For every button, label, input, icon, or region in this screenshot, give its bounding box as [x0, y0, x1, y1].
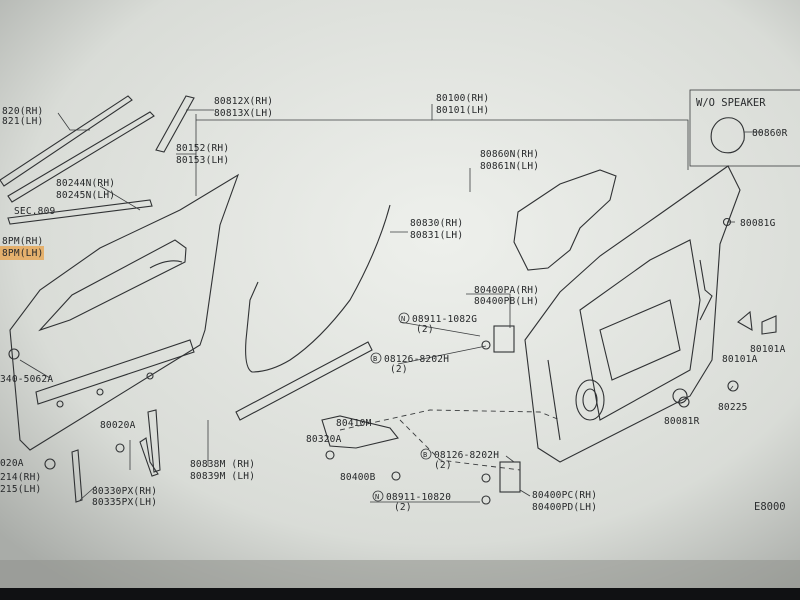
label-qty-top: (2)	[416, 324, 434, 335]
label-08126-bot: 08126-8202H	[434, 450, 499, 461]
figure-code: E8000	[754, 501, 786, 513]
right-fasteners	[678, 217, 777, 408]
lower-hinge	[481, 461, 521, 505]
sash-trim	[155, 95, 195, 153]
label-80400b: 80400B	[340, 472, 376, 483]
label-80020a: 80020A	[100, 420, 136, 431]
label-80839m: 80839M (LH)	[190, 471, 255, 482]
svg-text:N: N	[401, 315, 405, 323]
label-qty-bot2: (2)	[394, 502, 412, 513]
label-020a: 020A	[0, 458, 24, 469]
wo-speaker-inset	[689, 89, 800, 167]
label-80335px: 80335PX(LH)	[92, 497, 157, 508]
upper-hinge	[481, 325, 515, 353]
svg-text:820(RH): 820(RH)	[2, 106, 43, 117]
label-wo-speaker: W/O SPEAKER	[696, 97, 766, 109]
highlight-mark	[0, 246, 44, 260]
label-80400pb: 80400PB(LH)	[474, 296, 539, 307]
label-80400pd: 80400PD(LH)	[532, 502, 597, 513]
leader-lines	[19, 104, 762, 503]
label-08911-top: 08911-1082G	[412, 314, 477, 325]
label-8pm-rh: 8PM(RH)	[2, 236, 43, 247]
label-80410m: 80410M	[336, 418, 372, 429]
svg-text:N: N	[375, 493, 379, 501]
hinge-dash	[399, 419, 521, 471]
label-80330px: 80330PX(RH)	[92, 486, 157, 497]
outer-door-panel	[9, 173, 240, 451]
door-weatherstrip	[235, 204, 391, 421]
svg-text:80245N(LH): 80245N(LH)	[56, 190, 115, 201]
label-80830: 80830(RH)	[410, 218, 463, 229]
door-inner-shell	[524, 165, 741, 463]
label-80400pa: 80400PA(RH)	[474, 285, 539, 296]
belt-moulding-strips	[0, 95, 155, 225]
label-80400pc: 80400PC(RH)	[532, 490, 597, 501]
label-08911-bot: 08911-10820	[386, 492, 451, 503]
part-labels: 820(RH) 821(LH) 80244N(RH) 80245N(LH) SE…	[0, 93, 788, 513]
label-qty-mid: (2)	[390, 364, 408, 375]
label-80831: 80831(LH)	[410, 230, 463, 241]
label-80100: 80100(RH)	[436, 93, 489, 104]
check-link-dash	[339, 409, 561, 431]
label-80081g: 80081G	[740, 218, 776, 229]
label-80081r: 80081R	[664, 416, 700, 427]
label-80153: 80153(LH)	[176, 155, 229, 166]
label-80245n: 80245N(LH)	[56, 190, 115, 201]
taskbar	[0, 588, 800, 600]
label-80838m: 80838M (RH)	[190, 459, 255, 470]
label-80820: 820(RH)	[2, 106, 43, 117]
svg-text:B: B	[373, 355, 377, 363]
label-80101a-1: 80101A	[750, 344, 786, 355]
label-80861n: 80861N(LH)	[480, 161, 539, 172]
label-80812x: 80812X(RH)	[214, 96, 273, 107]
label-80225: 80225	[718, 402, 748, 413]
label-80244n: 80244N(RH)	[56, 178, 115, 189]
label-80821: 821(LH)	[2, 116, 43, 127]
door-trim-panel	[513, 169, 617, 271]
label-340-5062a: 340-5062A	[0, 374, 53, 385]
svg-text:80244N(RH): 80244N(RH)	[56, 178, 115, 189]
label-214: 214(RH)	[0, 472, 41, 483]
svg-text:821(LH): 821(LH)	[2, 116, 43, 127]
label-80860r: 80860R	[752, 128, 788, 139]
label-08126-top: 08126-8202H	[384, 354, 449, 365]
label-8pm-lh: 8PM(LH)	[2, 248, 43, 259]
label-80320a: 80320A	[306, 434, 342, 445]
label-80860n: 80860N(RH)	[480, 149, 539, 160]
label-80101a-2: 80101A	[722, 354, 758, 365]
door-check-link	[321, 415, 401, 481]
label-sec809: SEC.809	[14, 206, 56, 217]
left-fasteners	[8, 348, 161, 503]
label-qty-bot1: (2)	[434, 460, 452, 471]
label-80152: 80152(RH)	[176, 143, 229, 154]
svg-text:B: B	[423, 451, 427, 459]
label-215: 215(LH)	[0, 484, 41, 495]
label-80101: 80101(LH)	[436, 105, 489, 116]
label-80813x: 80813X(LH)	[214, 108, 273, 119]
